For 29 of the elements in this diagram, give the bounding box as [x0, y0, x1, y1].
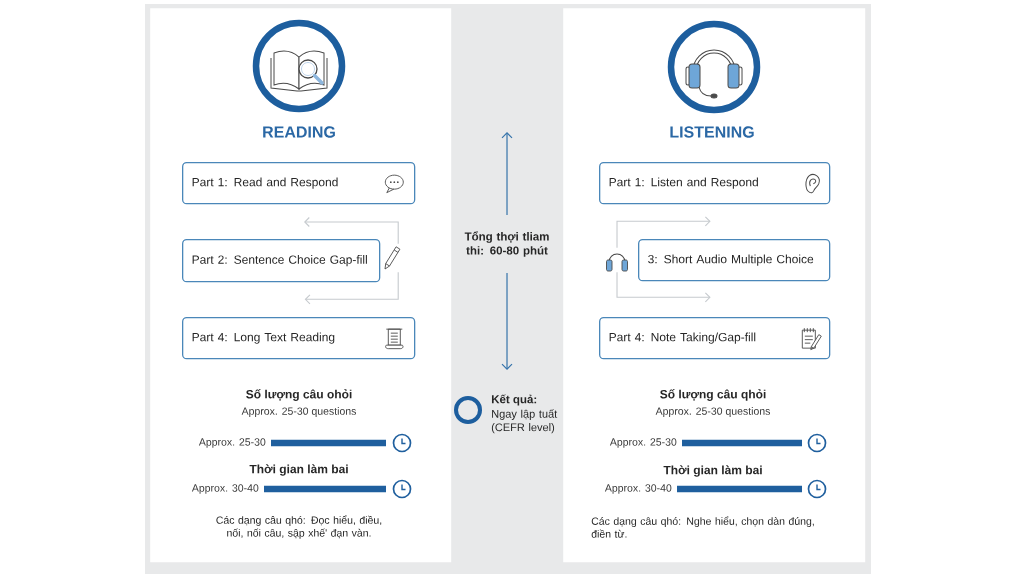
arrow: [616, 271, 711, 303]
text-heading: Kết quả:: [492, 394, 537, 406]
dimension-label: Tổng thợi tliam thi: 60-80 phút: [464, 231, 549, 257]
part-box: 3: Short Audio Multiple Choice: [638, 239, 831, 282]
stat-heading: Số lượng câu qhỏi: [660, 389, 766, 401]
stat-text: Approx. 25-30 questions: [241, 407, 356, 417]
stat-heading: Thời gian làm bai: [249, 464, 348, 476]
arrow: [304, 271, 399, 305]
stat-heading: Số lượng câu ohỏi: [246, 389, 352, 401]
stat-text: Approx. 25-30 questions: [655, 407, 770, 417]
bar-label: Approx. 30-40: [604, 484, 672, 494]
pencil-icon: [384, 246, 401, 270]
part-box: Part 4: Long Text Reading: [182, 317, 416, 360]
arrow: [304, 216, 399, 245]
stat-heading: Thời gian làm bai: [663, 465, 762, 477]
bar-label: Approx. 30-40: [191, 484, 259, 494]
part-box: Part 1: Listen and Respond: [599, 162, 831, 205]
part-box: Part 1: Read and Respond: [182, 162, 416, 205]
section-heading: LISTENING: [670, 126, 754, 138]
part-box: Part 4: Note Taking/Gap-fill: [599, 317, 831, 360]
description: Các dạng câu qhó: Đọc hiểu, điều, nối, nối câu, sập xhế' đạn vàn.: [216, 515, 382, 539]
section-heading: READING: [263, 126, 335, 138]
part-box: Part 2: Sentence Choice Gap-fill: [182, 239, 381, 283]
bar-label: Approx. 25-30: [198, 438, 266, 448]
description: Các dạng câu qhó: Nghe hiểu, chọn dàn đúng, điền từ.: [591, 516, 814, 538]
bar-label: Approx. 25-30: [609, 438, 677, 448]
headphones-icon: [606, 253, 628, 272]
arrow: [616, 216, 711, 249]
result-text: Ngay lập tuất (CEFR level): [491, 409, 558, 434]
